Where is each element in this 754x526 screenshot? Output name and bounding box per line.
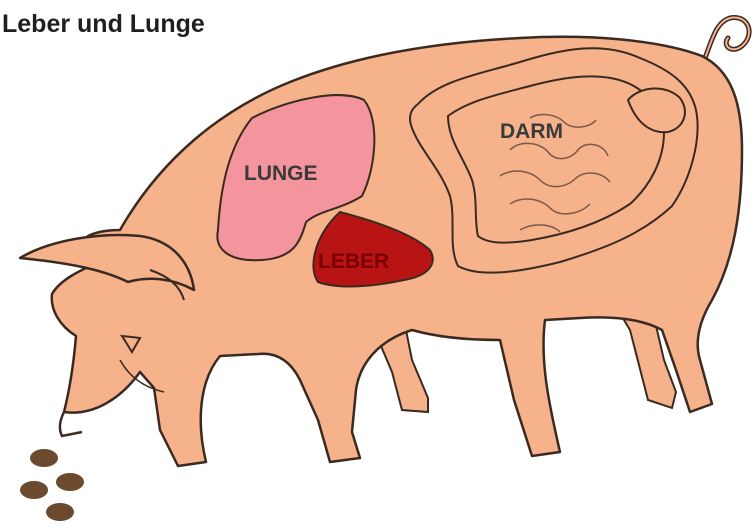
pig-snout: [60, 412, 82, 436]
pig-tail-fill: [705, 17, 749, 58]
organ-leber-label: LEBER: [318, 250, 389, 273]
dropping-1: [30, 449, 58, 467]
organ-darm-label: DARM: [500, 120, 563, 143]
dropping-4: [46, 503, 74, 521]
organ-lunge-label: LUNGE: [244, 162, 318, 185]
dropping-3: [20, 481, 48, 499]
dropping-2: [56, 473, 84, 491]
